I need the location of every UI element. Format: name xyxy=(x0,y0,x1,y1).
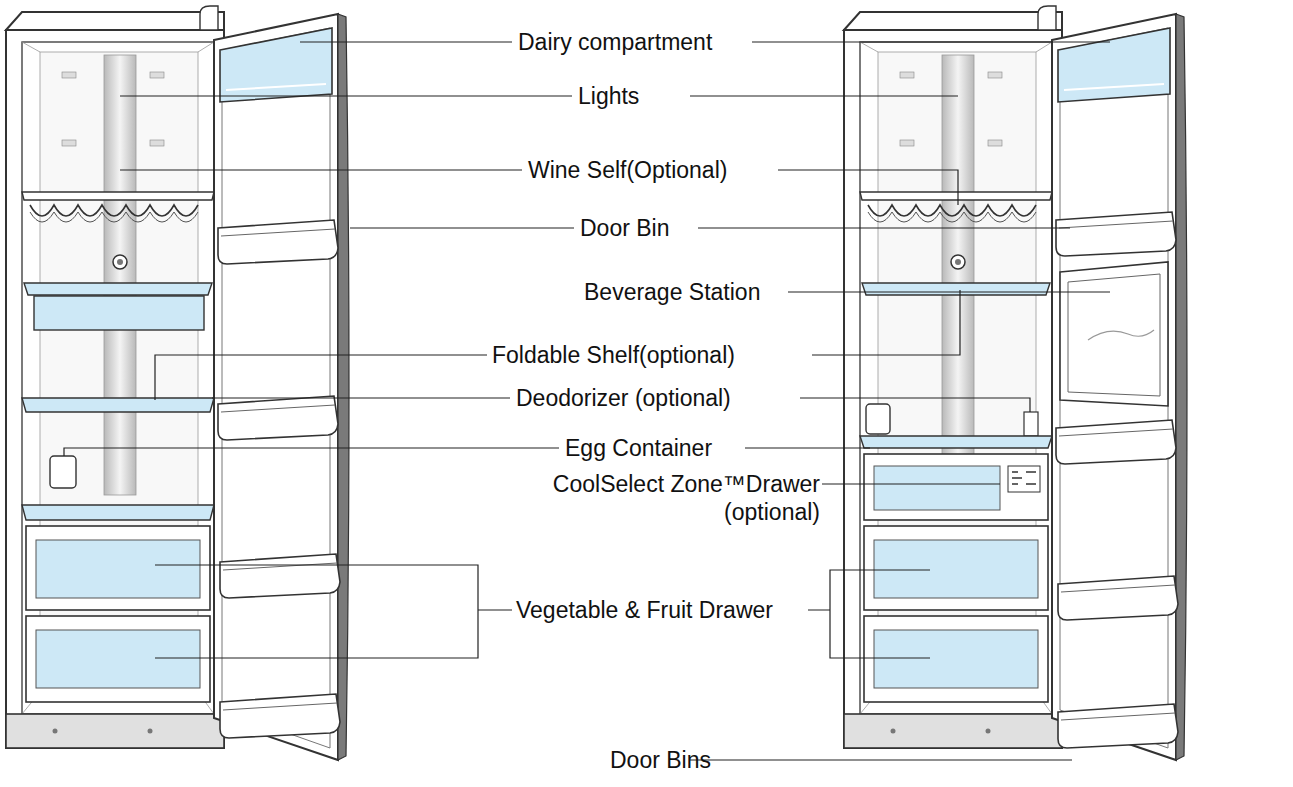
fridge-body xyxy=(6,6,349,760)
part-label: Dairy compartment xyxy=(518,28,712,56)
leader-line xyxy=(752,41,1110,42)
door-bin xyxy=(1056,212,1176,256)
leader-line xyxy=(300,41,512,42)
part-label: Lights xyxy=(578,82,639,110)
fridge-body xyxy=(844,6,1187,760)
leader-lines xyxy=(64,42,1110,760)
fridge-left xyxy=(6,6,349,760)
glass-shelf xyxy=(22,505,214,520)
drawer-window xyxy=(874,540,1038,598)
door-bin xyxy=(1058,704,1178,748)
beverage-glare xyxy=(1088,330,1154,340)
door-bin xyxy=(1056,420,1176,464)
leader-line xyxy=(212,397,510,398)
leader-line xyxy=(350,227,574,228)
leader-bracket xyxy=(808,570,930,658)
leader-line xyxy=(698,227,1070,228)
foldable-shelf xyxy=(862,283,1050,295)
leader-line xyxy=(788,291,1110,292)
leader-line xyxy=(690,95,958,96)
part-label: Vegetable & Fruit Drawer xyxy=(516,596,773,624)
leader-line xyxy=(690,759,1072,760)
drawer-window xyxy=(36,630,200,688)
leader-line xyxy=(120,95,572,96)
part-label: Wine Self(Optional) xyxy=(528,156,727,184)
vegetable-drawer xyxy=(864,526,1048,610)
leader-line xyxy=(120,169,522,170)
part-label: Egg Container xyxy=(565,434,712,462)
control-marks xyxy=(1012,472,1036,484)
deodorizer xyxy=(1024,412,1038,436)
control-panel xyxy=(1008,466,1040,492)
leader-bracket xyxy=(155,565,512,658)
glass-shelf xyxy=(860,436,1052,448)
leader-line xyxy=(778,170,958,205)
coolselect-drawer xyxy=(864,454,1048,520)
drawer-window xyxy=(874,630,1038,688)
part-label: Beverage Station xyxy=(584,278,760,306)
egg-container xyxy=(50,456,76,488)
leader-line xyxy=(822,483,1000,484)
drawer-window xyxy=(874,466,1000,510)
glass-shelf xyxy=(24,283,212,295)
part-label: CoolSelect Zone™Drawer (optional) xyxy=(490,470,820,526)
part-label: Deodorizer (optional) xyxy=(516,384,731,412)
vegetable-drawer xyxy=(864,616,1048,702)
fridge-right xyxy=(844,6,1187,760)
leader-line xyxy=(812,290,960,355)
shelf-drawer xyxy=(34,296,204,330)
leader-line xyxy=(745,447,870,448)
drawer-window xyxy=(36,540,200,598)
door-bin xyxy=(218,396,338,440)
foldable-shelf xyxy=(22,398,214,412)
leader-line xyxy=(800,398,1030,412)
vegetable-drawer xyxy=(26,526,210,610)
part-label: Door Bins xyxy=(610,746,711,774)
vegetable-drawer xyxy=(26,616,210,702)
leader-line xyxy=(64,448,559,456)
door-bin xyxy=(220,694,340,738)
door-bin xyxy=(220,554,340,598)
door-bin xyxy=(218,220,338,264)
part-label: Door Bin xyxy=(580,214,669,242)
egg-container xyxy=(866,404,890,434)
part-label: Foldable Shelf(optional) xyxy=(492,341,735,369)
door-bin xyxy=(1058,576,1178,620)
leader-line xyxy=(155,355,487,400)
beverage-station xyxy=(1060,262,1168,406)
